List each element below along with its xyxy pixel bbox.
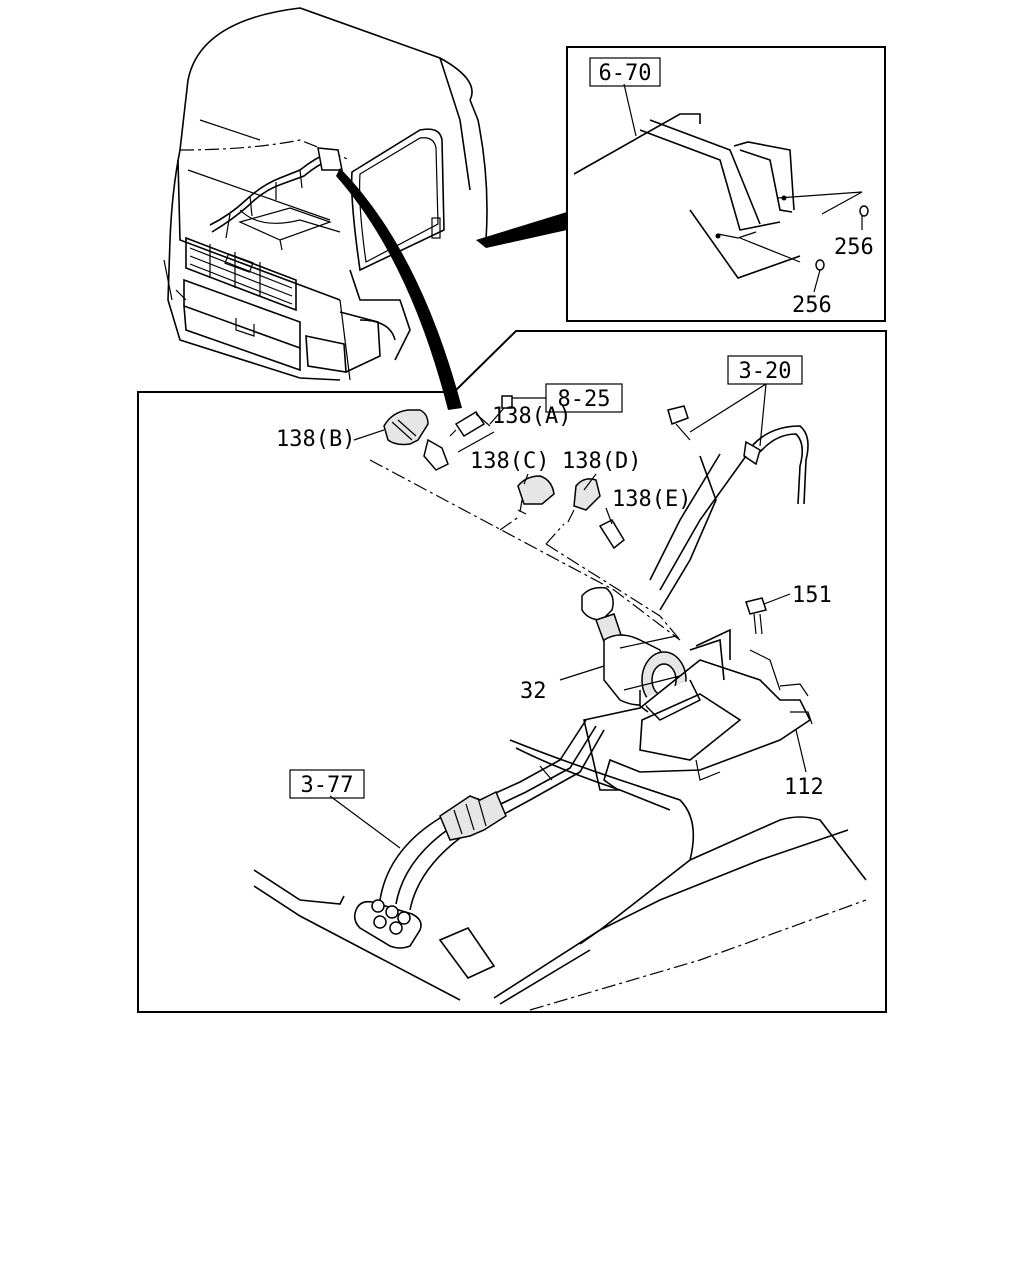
main-detail-frame (137, 330, 887, 1013)
tank-outline (253, 719, 867, 1011)
ref-8-25-box (545, 383, 623, 413)
ref-6-70-label: 6-70 (599, 61, 652, 86)
leader-lines (329, 383, 807, 849)
ref-3-20-box (727, 355, 803, 385)
callout-138a: 138(A) (492, 404, 571, 429)
callout-138d: 138(D) (562, 449, 641, 474)
callout-138b: 138(B) (276, 427, 355, 452)
callout-138e: 138(E) (612, 487, 691, 512)
inset-detail-frame (566, 46, 886, 322)
callout-256-upper: 256 (834, 235, 874, 260)
pump-bracket (583, 597, 813, 791)
callout-256-lower: 256 (792, 293, 832, 318)
fittings-group (383, 395, 809, 550)
truck-cab-illustration (163, 7, 488, 381)
callout-32: 32 (520, 679, 547, 704)
ref-6-70-box (589, 57, 661, 87)
ref-3-20-label: 3-20 (739, 359, 792, 384)
detail-leader-curve (336, 168, 462, 410)
ref-3-77-box (289, 769, 365, 799)
inset-leader-wedge (476, 212, 567, 248)
washer-pump-assembly (581, 453, 747, 721)
inset-drawing (573, 83, 869, 293)
callout-112: 112 (784, 775, 824, 800)
callout-138c: 138(C) (470, 449, 549, 474)
ref-8-25-label: 8-25 (558, 387, 611, 412)
callout-151: 151 (792, 583, 832, 608)
ref-3-77-label: 3-77 (301, 773, 354, 798)
